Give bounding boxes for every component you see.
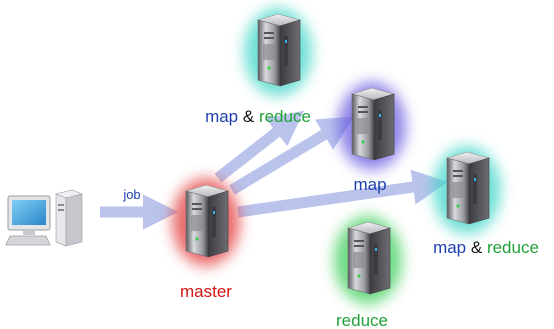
worker-top-label-part-1: & (238, 107, 259, 126)
master-server-icon (185, 184, 229, 258)
worker-top-label: map & reduce (205, 107, 311, 126)
worker-right-server-icon (446, 151, 490, 225)
edge-master-worker-right (237, 169, 448, 218)
worker-map-label-part-0: map (353, 175, 386, 194)
edges (100, 110, 448, 230)
edge-master-worker-top (214, 110, 305, 183)
master-label-part-0: master (180, 282, 232, 301)
worker-reduce-label-part-0: reduce (336, 311, 388, 329)
worker-reduce-label: reduce (336, 311, 388, 329)
worker-top-label-part-2: reduce (259, 107, 311, 126)
desktop-computer-icon (5, 189, 83, 247)
worker-map-server-icon (351, 87, 395, 161)
worker-right-label-part-0: map (433, 238, 466, 257)
worker-top-server-icon (257, 13, 301, 87)
worker-right-label-part-2: reduce (487, 238, 539, 257)
worker-right-label-part-1: & (466, 238, 487, 257)
worker-reduce-server-icon (347, 221, 391, 295)
worker-right-label: map & reduce (433, 238, 539, 257)
edge-label-job: job (122, 187, 140, 202)
worker-top-label-part-0: map (205, 107, 238, 126)
master-label: master (180, 282, 232, 301)
worker-map-label: map (353, 175, 386, 194)
edge-master-worker-map (229, 116, 355, 195)
